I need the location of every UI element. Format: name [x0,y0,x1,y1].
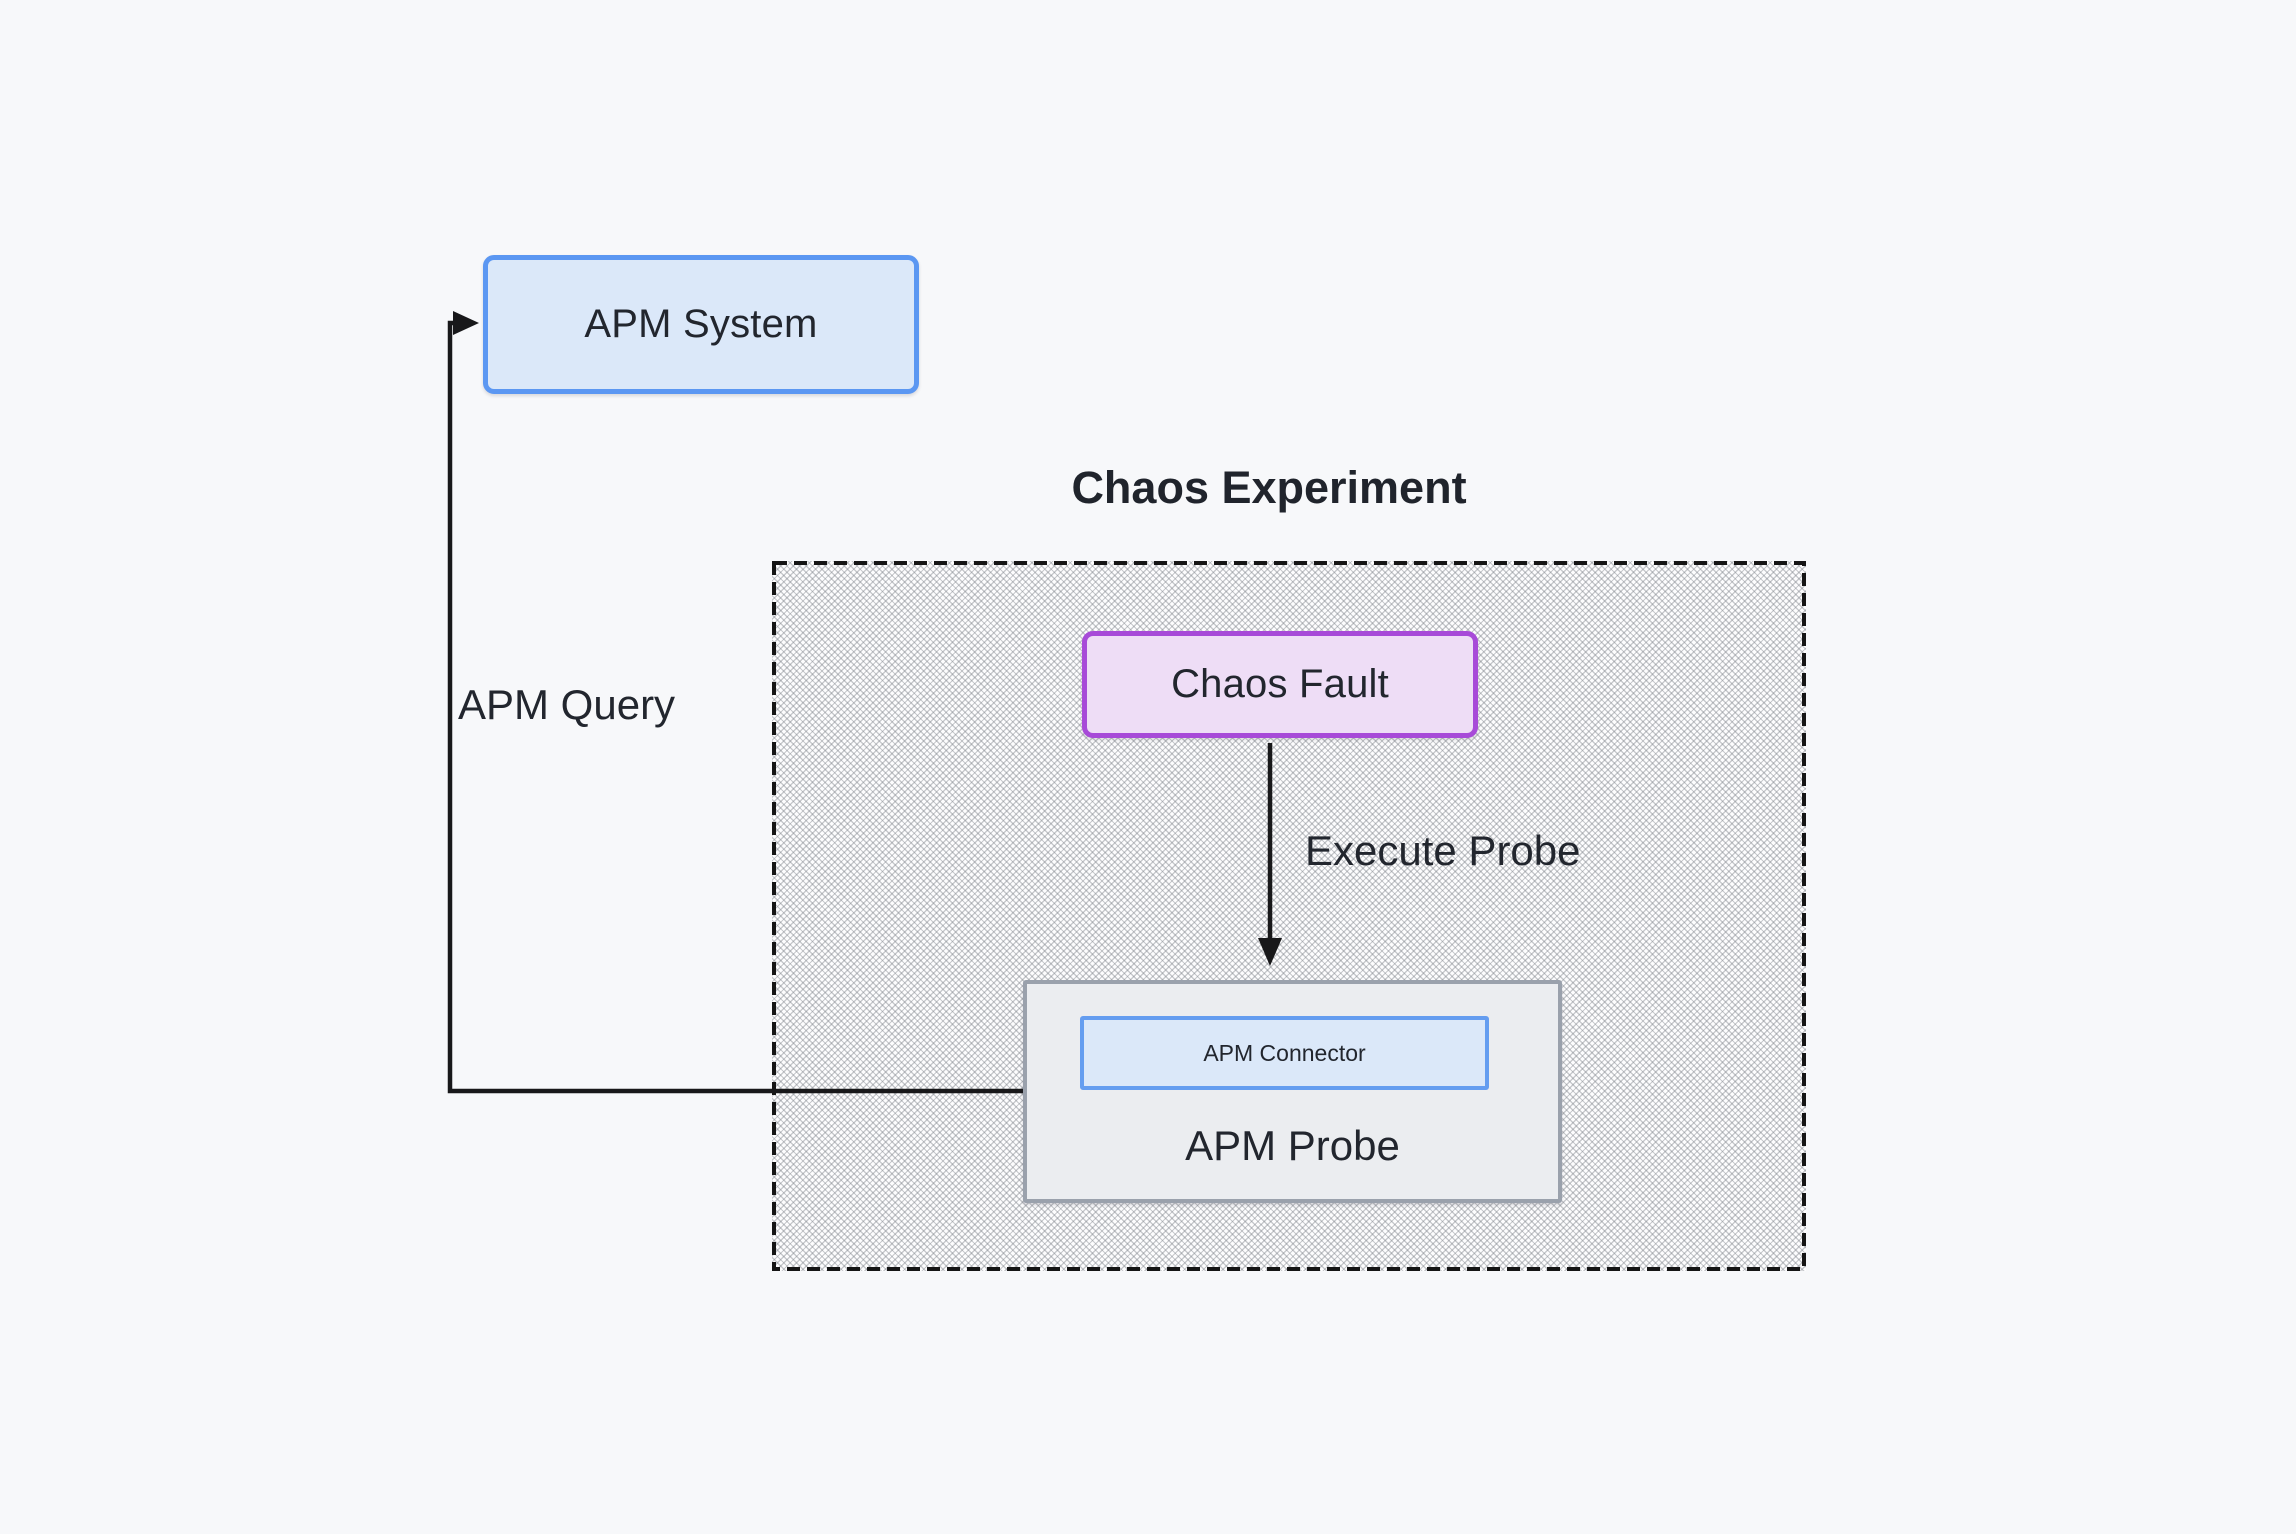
edge-label-apm-query: APM Query [458,681,676,728]
edge-execute-probe-arrow [1258,743,1282,966]
node-apm-probe-label: APM Probe [1185,1122,1400,1169]
node-apm-system-label: APM System [584,302,818,346]
chaos-experiment-title: Chaos Experiment [1071,462,1467,513]
edge-label-execute-probe: Execute Probe [1305,827,1581,874]
node-chaos-fault: Chaos Fault [1082,631,1478,738]
chaos-experiment-dashed-border [772,561,1806,1271]
arrowhead-right-icon [453,311,479,335]
arrowhead-down-icon [1258,938,1282,966]
node-apm-connector: APM Connector [1080,1016,1489,1090]
node-apm-system: APM System [483,255,919,394]
node-chaos-fault-label: Chaos Fault [1171,662,1389,706]
node-apm-connector-label: APM Connector [1203,1039,1366,1066]
edge-apm-query-connector [447,311,1023,1094]
